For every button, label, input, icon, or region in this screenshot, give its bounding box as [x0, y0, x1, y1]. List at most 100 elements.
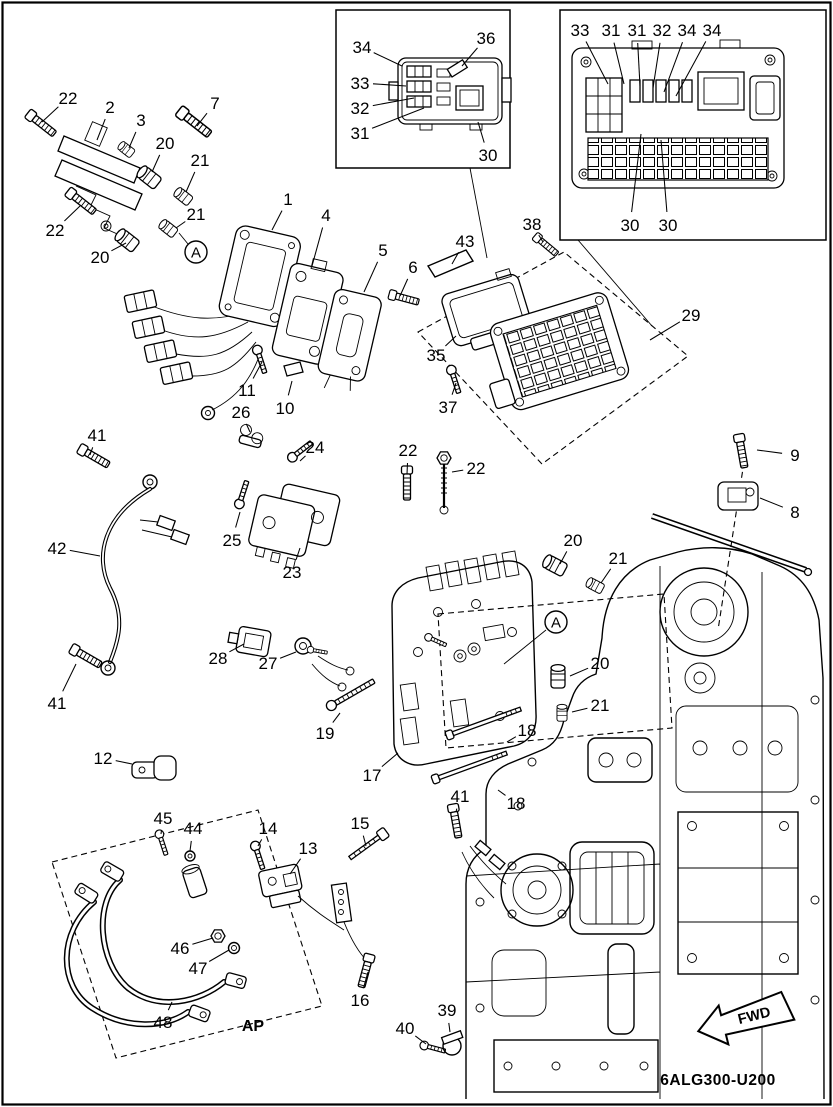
connector-icon — [123, 289, 158, 313]
connector-block — [585, 77, 623, 133]
rectifier-regulator-cluster — [123, 225, 421, 421]
callout-label-20: 20 — [591, 654, 610, 673]
callout-leader — [663, 42, 683, 93]
callout-label-21: 21 — [191, 151, 210, 170]
callout-label-15: 15 — [351, 814, 370, 833]
callout-leader — [631, 133, 642, 213]
callout-label-4: 4 — [321, 206, 330, 225]
callout-leader — [399, 278, 409, 297]
callout-leader — [448, 1022, 451, 1033]
callout-label-12: 12 — [94, 749, 113, 768]
bolt-icon — [67, 642, 104, 671]
cable-lug — [224, 972, 247, 989]
connector-icon — [143, 339, 178, 363]
right-fittings — [717, 432, 759, 511]
callout-label-45: 45 — [154, 809, 173, 828]
inset-detail-box-right — [559, 9, 827, 327]
callout-leader — [167, 1001, 173, 1011]
callout-label-30: 30 — [659, 216, 678, 235]
callout-leader — [111, 242, 127, 252]
relay-cluster — [232, 424, 341, 569]
callout-label-47: 47 — [189, 959, 208, 978]
callout-leader — [759, 497, 784, 508]
ecu-cluster — [417, 231, 689, 465]
bracket-8 — [717, 481, 759, 511]
callout-label-21: 21 — [609, 549, 628, 568]
grommet-icon — [550, 663, 566, 689]
callout-label-44: 44 — [184, 819, 203, 838]
callout-leader — [295, 547, 301, 560]
callout-leader — [245, 423, 251, 433]
ap-label: AP — [242, 1018, 265, 1035]
detail-marker-letter: A — [191, 245, 201, 262]
intake-silencer — [659, 567, 749, 657]
callout-leader — [649, 321, 681, 341]
dashed-region-ap — [51, 809, 323, 1059]
bolt-icon — [430, 748, 509, 785]
throttle-body — [500, 853, 574, 927]
ring-terminal-icon — [142, 474, 158, 490]
callout-label-30: 30 — [621, 216, 640, 235]
callout-leader — [455, 808, 458, 813]
bolt-icon — [387, 288, 421, 308]
callout-label-8: 8 — [790, 503, 799, 522]
callout-leader — [229, 643, 245, 653]
bolt-icon — [75, 442, 112, 471]
callout-leader — [371, 107, 425, 129]
callout-leader — [175, 221, 186, 229]
screw-icon — [250, 343, 271, 376]
fwd-label: FWD — [736, 1004, 772, 1028]
holder-28 — [227, 625, 272, 658]
callout-leader — [41, 106, 59, 123]
callout-leader — [372, 97, 415, 107]
screw-icon — [153, 828, 171, 857]
callout-label-5: 5 — [378, 241, 387, 260]
callout-leader — [414, 1035, 427, 1045]
washer-icon — [184, 850, 196, 862]
callout-leader — [756, 449, 783, 454]
callout-leader — [332, 712, 341, 723]
bolt-icon — [446, 802, 465, 840]
bolt-axis-line — [717, 461, 745, 631]
cable-tie-15 — [347, 827, 390, 861]
fuse-grid — [587, 137, 769, 181]
callout-leader — [652, 42, 661, 89]
ground-lead-42 — [67, 442, 191, 676]
dashed-region — [437, 593, 673, 749]
screw-icon — [418, 1039, 447, 1056]
callout-label-35: 35 — [427, 346, 446, 365]
callout-label-22: 22 — [59, 89, 78, 108]
callout-leader — [299, 455, 306, 462]
callout-leader — [64, 205, 81, 222]
detail-markers: AA — [184, 240, 568, 634]
callout-leader — [372, 83, 407, 87]
callout-label-22: 22 — [46, 221, 65, 240]
callout-leader — [279, 651, 297, 659]
callout-label-41: 41 — [88, 426, 107, 445]
bolt-icon — [23, 108, 59, 139]
electrical-box-detail — [571, 39, 785, 189]
grommet-icon — [584, 576, 606, 595]
callout-label-36: 36 — [477, 29, 496, 48]
callout-leader — [89, 447, 94, 456]
callout-leader — [252, 361, 263, 379]
callout-leader — [613, 42, 625, 85]
engine-block-drawing — [465, 461, 825, 1100]
callout-leader — [363, 261, 379, 293]
callout-leader — [185, 171, 196, 193]
bolt-icon — [174, 104, 215, 141]
callout-leader — [451, 382, 457, 395]
callout-label-26: 26 — [232, 403, 251, 422]
callout-leader — [69, 549, 101, 557]
cable-lug — [74, 882, 99, 904]
callout-label-42: 42 — [48, 539, 67, 558]
screw-icon — [422, 631, 449, 650]
callout-leader — [477, 121, 485, 143]
grommet-icon — [116, 139, 136, 159]
callout-label-48: 48 — [154, 1013, 173, 1032]
grommet-icon — [112, 226, 141, 254]
callout-leader — [363, 971, 369, 988]
intake-manifold — [569, 841, 655, 935]
ring-terminal-icon — [200, 405, 216, 421]
